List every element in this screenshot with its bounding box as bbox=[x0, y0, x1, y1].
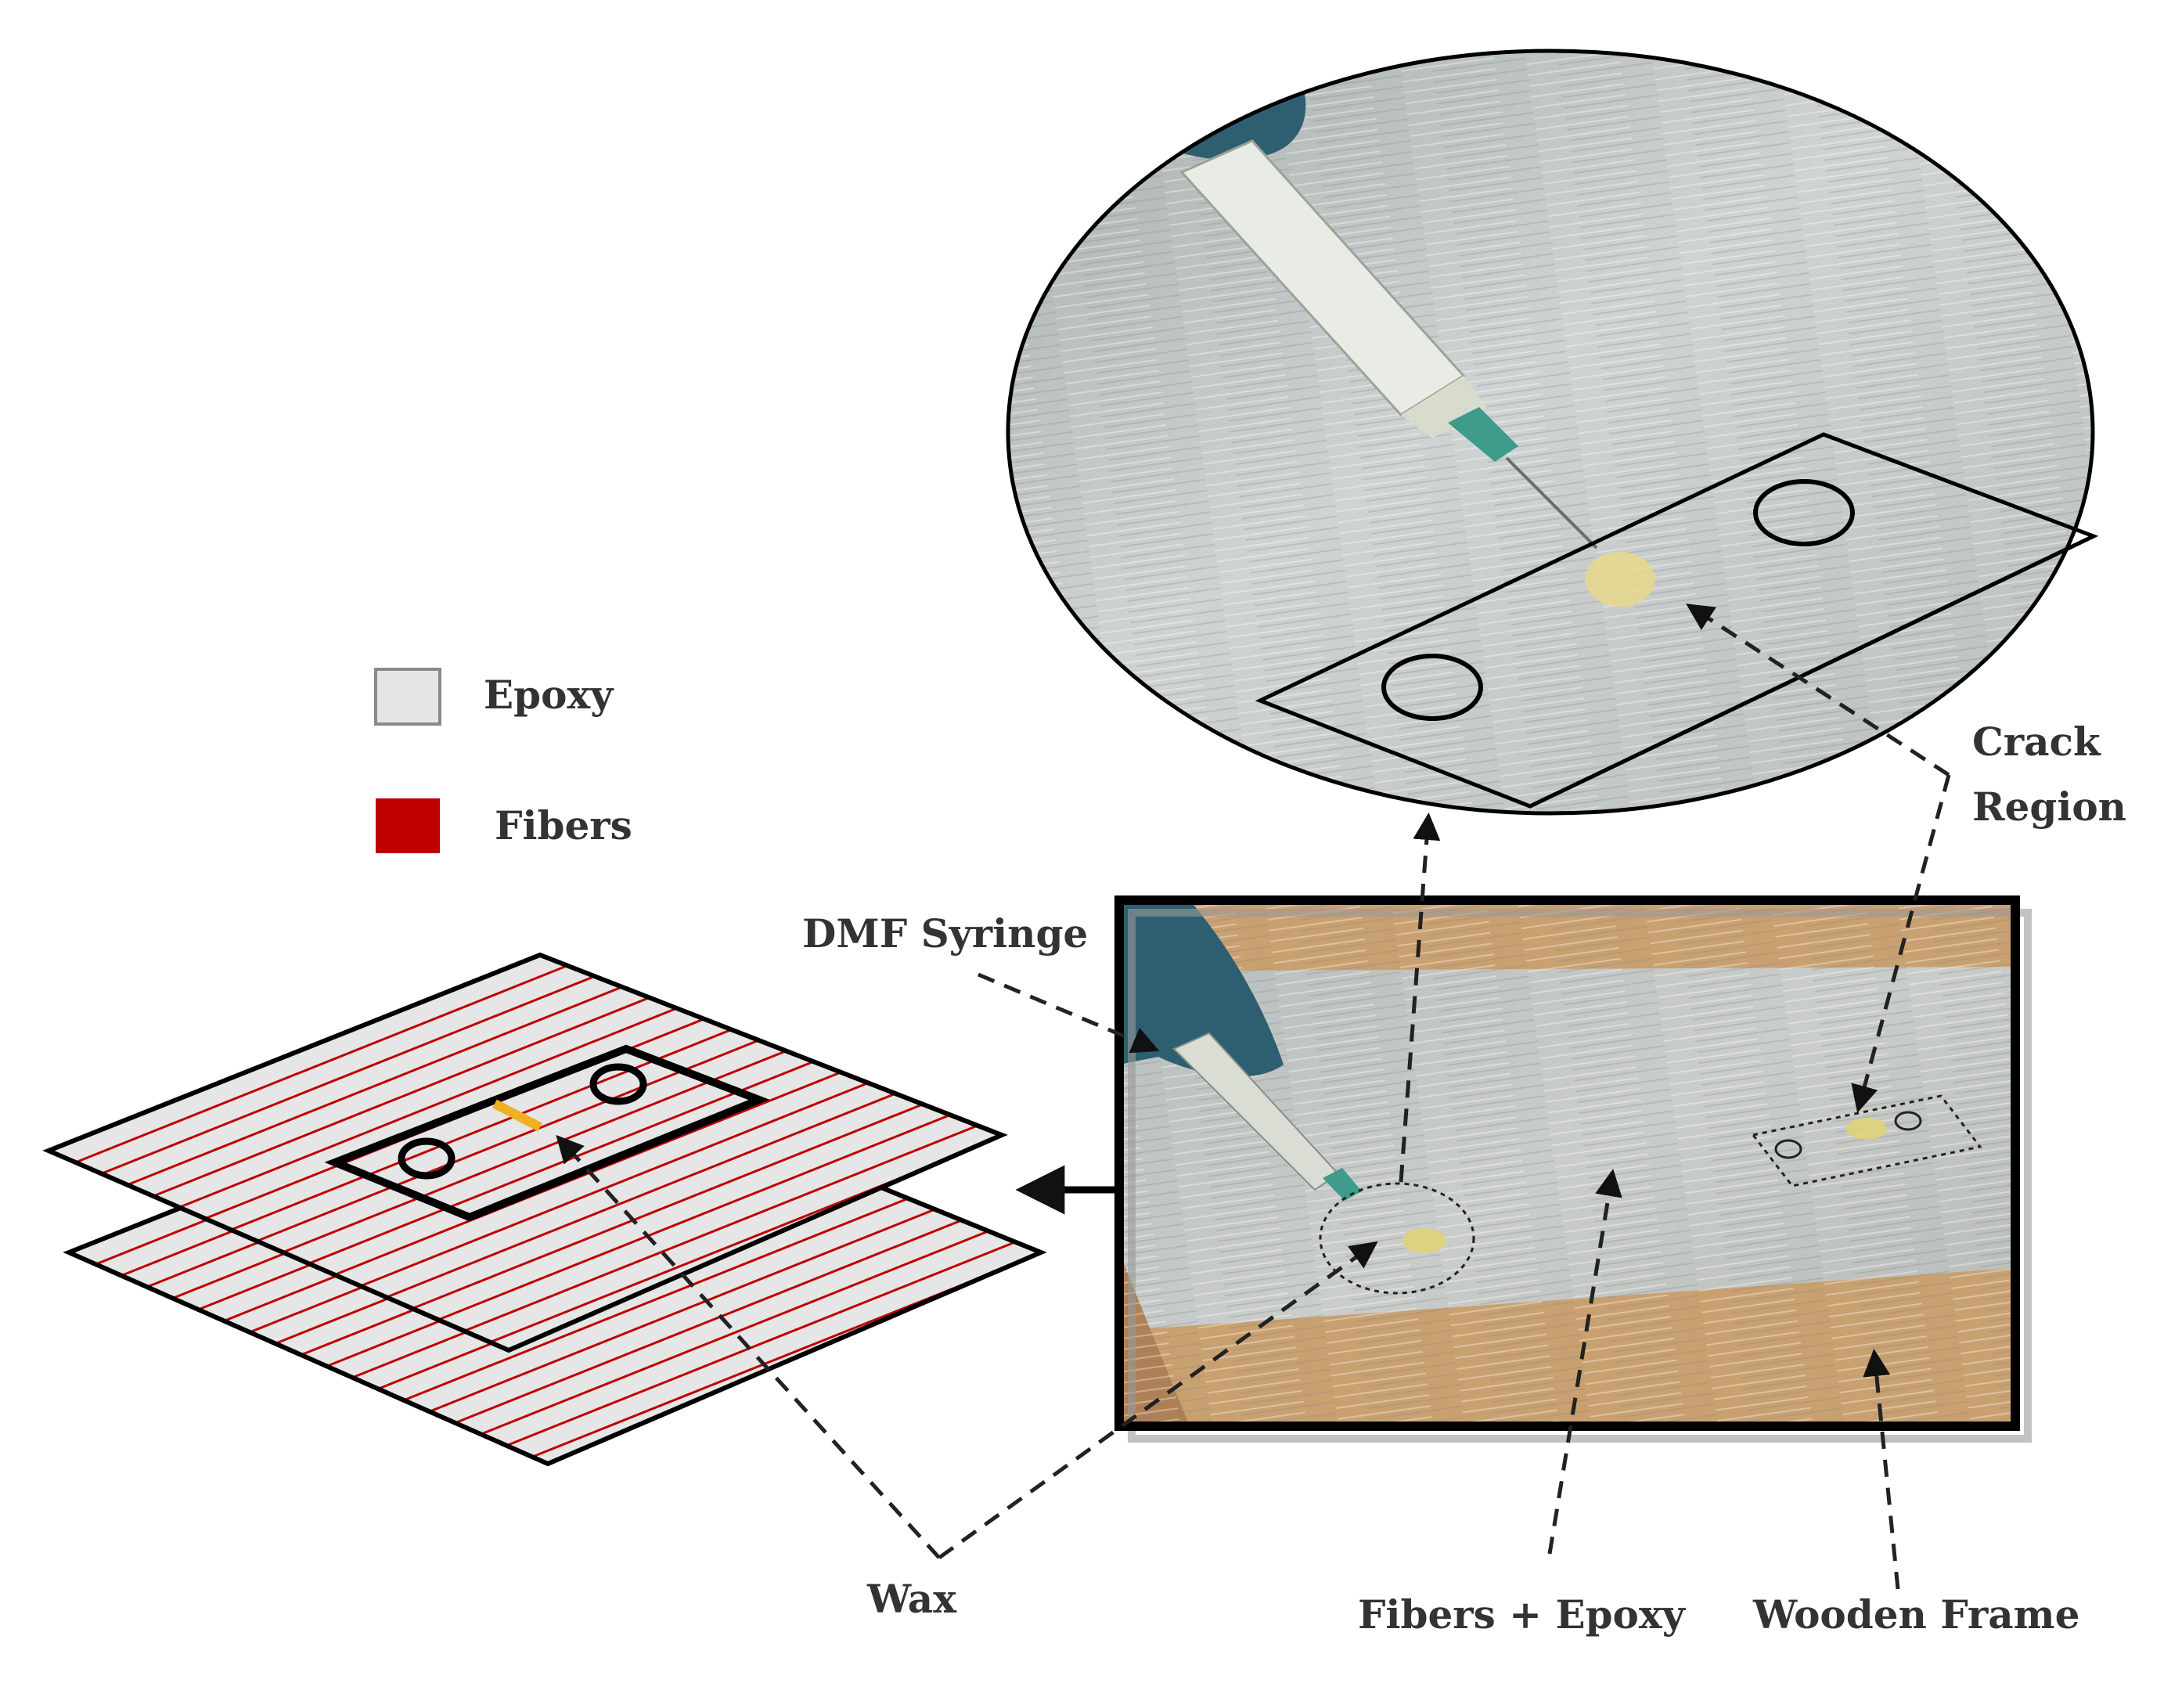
annotation-arrows bbox=[556, 604, 1951, 1590]
fiber-line bbox=[243, 1025, 793, 1248]
fiber-line bbox=[217, 1014, 766, 1237]
crack-region-arrow-zoom bbox=[1686, 604, 1950, 777]
label-wooden-frame: Wooden Frame bbox=[1752, 1591, 2079, 1638]
fiber-line bbox=[84, 960, 633, 1182]
legend-swatch-fibers bbox=[376, 798, 440, 853]
dmf-syringe-arrow bbox=[978, 972, 1160, 1054]
wooden-frame-arrow bbox=[1863, 1349, 1900, 1590]
fiber-line bbox=[403, 1091, 952, 1313]
label-crack-region-line1: Crack bbox=[1972, 719, 2101, 765]
fiber-line bbox=[323, 1058, 873, 1281]
fiber-line bbox=[450, 1204, 999, 1426]
fiber-line bbox=[456, 1113, 1002, 1335]
photo-panel bbox=[1114, 895, 2032, 1443]
fibers-epoxy-arrow bbox=[1547, 1169, 1622, 1555]
label-wax: Wax bbox=[866, 1576, 957, 1622]
zoom-arrow bbox=[1399, 813, 1441, 1183]
schematic-specimen-outline bbox=[324, 1044, 770, 1222]
healing-spot bbox=[1585, 552, 1655, 607]
labels: DMF Syringe Crack Region Wax Fibers + Ep… bbox=[802, 719, 2126, 1638]
fiber-line bbox=[397, 1182, 946, 1404]
legend-label-fibers: Fibers bbox=[495, 802, 632, 849]
fiber-line bbox=[164, 993, 713, 1215]
wax-mark bbox=[492, 1099, 542, 1132]
fiber-line bbox=[270, 1036, 819, 1259]
fiber-line bbox=[430, 1102, 979, 1324]
legend: Epoxy Fibers bbox=[374, 668, 632, 853]
glove-shape bbox=[1008, 51, 1306, 160]
fiber-line bbox=[477, 1215, 1026, 1437]
crack-region-arrow-photo bbox=[1851, 774, 1951, 1113]
zoom-specimen-outline bbox=[1255, 432, 2099, 809]
syringe-icon bbox=[1179, 139, 1598, 550]
zoom-view bbox=[1006, 49, 2099, 816]
layer-schematic bbox=[42, 952, 1047, 1467]
label-fibers-epoxy: Fibers + Epoxy bbox=[1358, 1591, 1687, 1638]
fiber-line bbox=[423, 1193, 973, 1415]
legend-label-epoxy: Epoxy bbox=[484, 672, 614, 718]
fiber-line bbox=[350, 1069, 899, 1292]
fiber-line bbox=[376, 1080, 926, 1303]
fiber-line bbox=[503, 1226, 1041, 1448]
fiber-line bbox=[110, 971, 660, 1193]
wax-arrow-schematic bbox=[556, 1134, 941, 1559]
wax-arrow-photo bbox=[938, 1241, 1378, 1560]
label-dmf-syringe: DMF Syringe bbox=[802, 910, 1088, 957]
legend-swatch-epoxy bbox=[374, 668, 441, 726]
label-crack-region-line2: Region bbox=[1972, 784, 2126, 830]
fiber-line bbox=[57, 955, 607, 1171]
fiber-line bbox=[137, 982, 686, 1204]
